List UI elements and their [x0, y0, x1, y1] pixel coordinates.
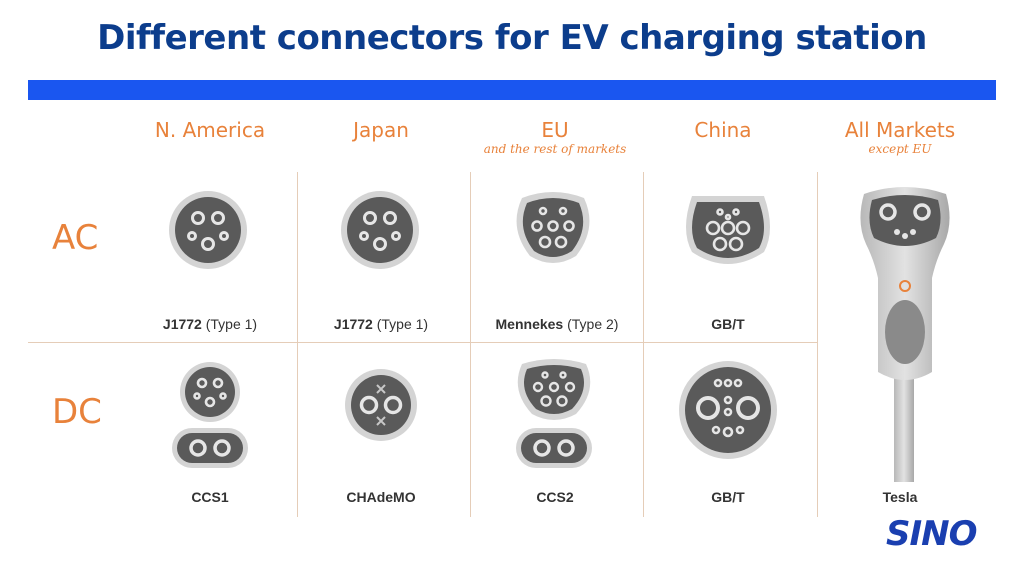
ccs2-connector-icon: [516, 359, 592, 468]
gbt-ac-connector-icon: [686, 196, 770, 264]
gbt-dc-connector-icon: [679, 361, 777, 459]
column-name: Japan: [353, 118, 409, 142]
connector-name: CCS2: [536, 489, 574, 505]
caption-mennekes: Mennekes (Type 2): [472, 316, 642, 332]
column-subtitle: and the rest of markets: [483, 142, 627, 156]
caption-j1772-japan: J1772 (Type 1): [296, 316, 466, 332]
connector-name: CCS1: [191, 489, 229, 505]
column-header-china: China: [638, 118, 808, 142]
mennekes-type2-connector-icon: [516, 192, 590, 263]
column-name: N. America: [154, 118, 266, 142]
caption-gbt-dc: GB/T: [643, 489, 813, 505]
tesla-connector-icon: [860, 187, 950, 482]
ccs1-connector-icon: [172, 362, 248, 468]
j1772-connector-icon: [341, 191, 419, 269]
j1772-connector-icon: [169, 191, 247, 269]
title-underline-bar: [28, 80, 996, 100]
column-name: EU: [541, 118, 569, 142]
grid-divider: [470, 172, 471, 517]
row-label-ac: AC: [52, 218, 99, 258]
connector-name: J1772: [333, 316, 373, 332]
column-header-eu: EU and the rest of markets: [470, 118, 640, 156]
caption-gbt-ac: GB/T: [643, 316, 813, 332]
column-name: All Markets: [844, 118, 956, 142]
column-header-n-america: N. America: [125, 118, 295, 142]
grid-divider: [817, 172, 818, 517]
connector-name: Tesla: [882, 489, 918, 505]
column-header-japan: Japan: [296, 118, 466, 142]
connector-name: GB/T: [711, 316, 745, 332]
connector-type: (Type 1): [201, 316, 258, 332]
caption-tesla: Tesla: [817, 489, 983, 505]
grid-divider: [297, 172, 298, 517]
column-subtitle: except EU: [868, 142, 932, 156]
connector-name: J1772: [162, 316, 202, 332]
caption-ccs1: CCS1: [125, 489, 295, 505]
connector-name: GB/T: [711, 489, 745, 505]
connector-name: CHAdeMO: [346, 489, 416, 505]
column-header-all-markets: All Markets except EU: [815, 118, 985, 156]
grid-row-divider: [28, 342, 818, 343]
connector-type: (Type 2): [563, 316, 619, 332]
grid-divider: [643, 172, 644, 517]
row-label-dc: DC: [52, 392, 102, 432]
column-name: China: [694, 118, 752, 142]
page-title: Different connectors for EV charging sta…: [97, 18, 927, 58]
chademo-connector-icon: [345, 369, 417, 441]
sino-logo: SINO: [886, 514, 977, 554]
connector-name: Mennekes: [495, 316, 564, 332]
caption-j1772-na: J1772 (Type 1): [125, 316, 295, 332]
caption-ccs2: CCS2: [470, 489, 640, 505]
caption-chademo: CHAdeMO: [296, 489, 466, 505]
connector-type: (Type 1): [372, 316, 429, 332]
